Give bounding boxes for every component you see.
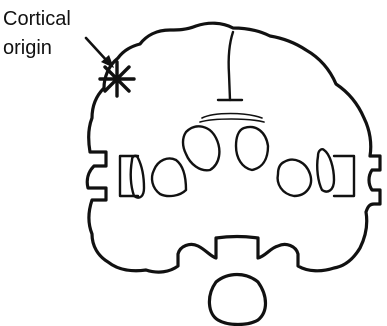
corpus-callosum: [200, 114, 264, 123]
asterisk-icon: [100, 62, 134, 96]
brain-outline: [87, 23, 380, 272]
right-internal-capsule: [317, 149, 334, 191]
label-origin: origin: [3, 37, 52, 59]
label-cortical: Cortical: [3, 8, 71, 30]
arrow-icon: [86, 38, 114, 68]
right-putamen: [278, 160, 311, 196]
deep-structures: [131, 126, 334, 197]
left-internal-capsule: [131, 156, 144, 198]
left-lateral-sulcus: [120, 156, 138, 196]
brainstem: [209, 275, 265, 325]
right-thalamus: [236, 127, 268, 170]
left-thalamus: [183, 126, 219, 170]
left-putamen: [152, 158, 186, 196]
right-lateral-sulcus: [334, 156, 354, 196]
interhemispheric-fissure: [218, 32, 242, 100]
